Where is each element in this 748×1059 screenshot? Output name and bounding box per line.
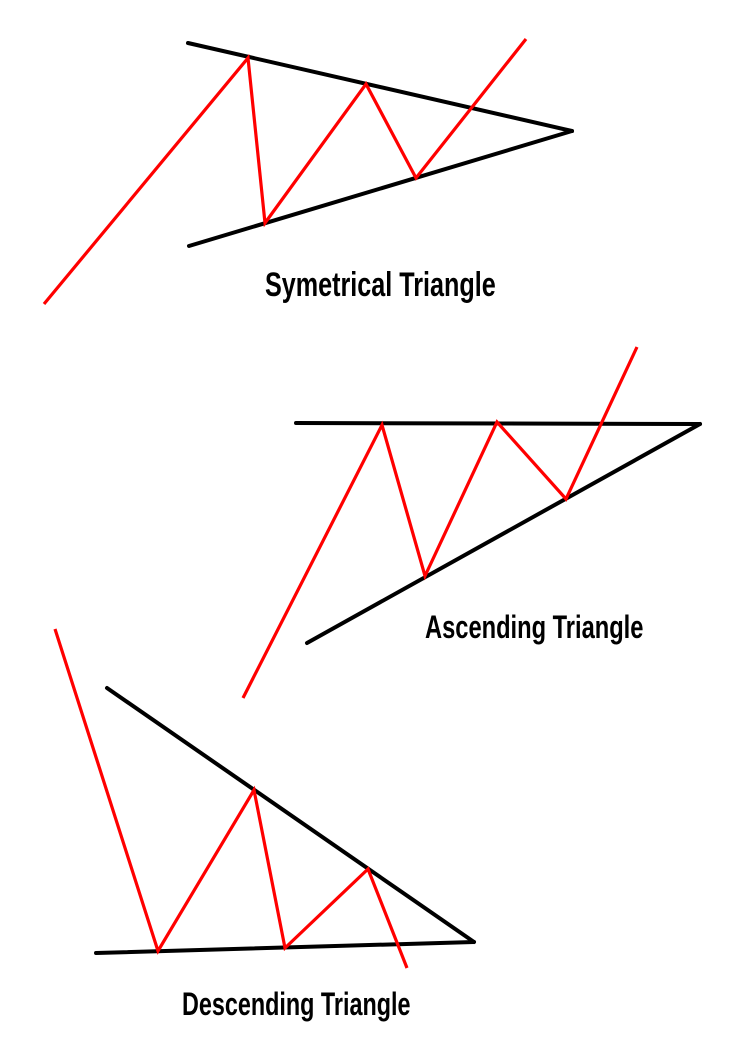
descending-triangle-group [53, 628, 476, 969]
symmetrical-triangle-group [42, 38, 574, 306]
symmetrical-upper-trendline [186, 41, 574, 133]
symmetrical-lower-trendline [187, 129, 574, 248]
symmetrical-triangle-label: Symetrical Triangle [265, 266, 496, 304]
symmetrical-price-path [42, 38, 528, 306]
ascending-price-path [241, 346, 639, 699]
descending-price-path [53, 628, 409, 969]
ascending-triangle-label: Ascending Triangle [425, 609, 644, 645]
ascending-lower-trendline [305, 422, 702, 645]
ascending-triangle-group [241, 346, 702, 699]
descending-triangle-label: Descending Triangle [182, 986, 411, 1022]
descending-upper-trendline [105, 686, 476, 944]
